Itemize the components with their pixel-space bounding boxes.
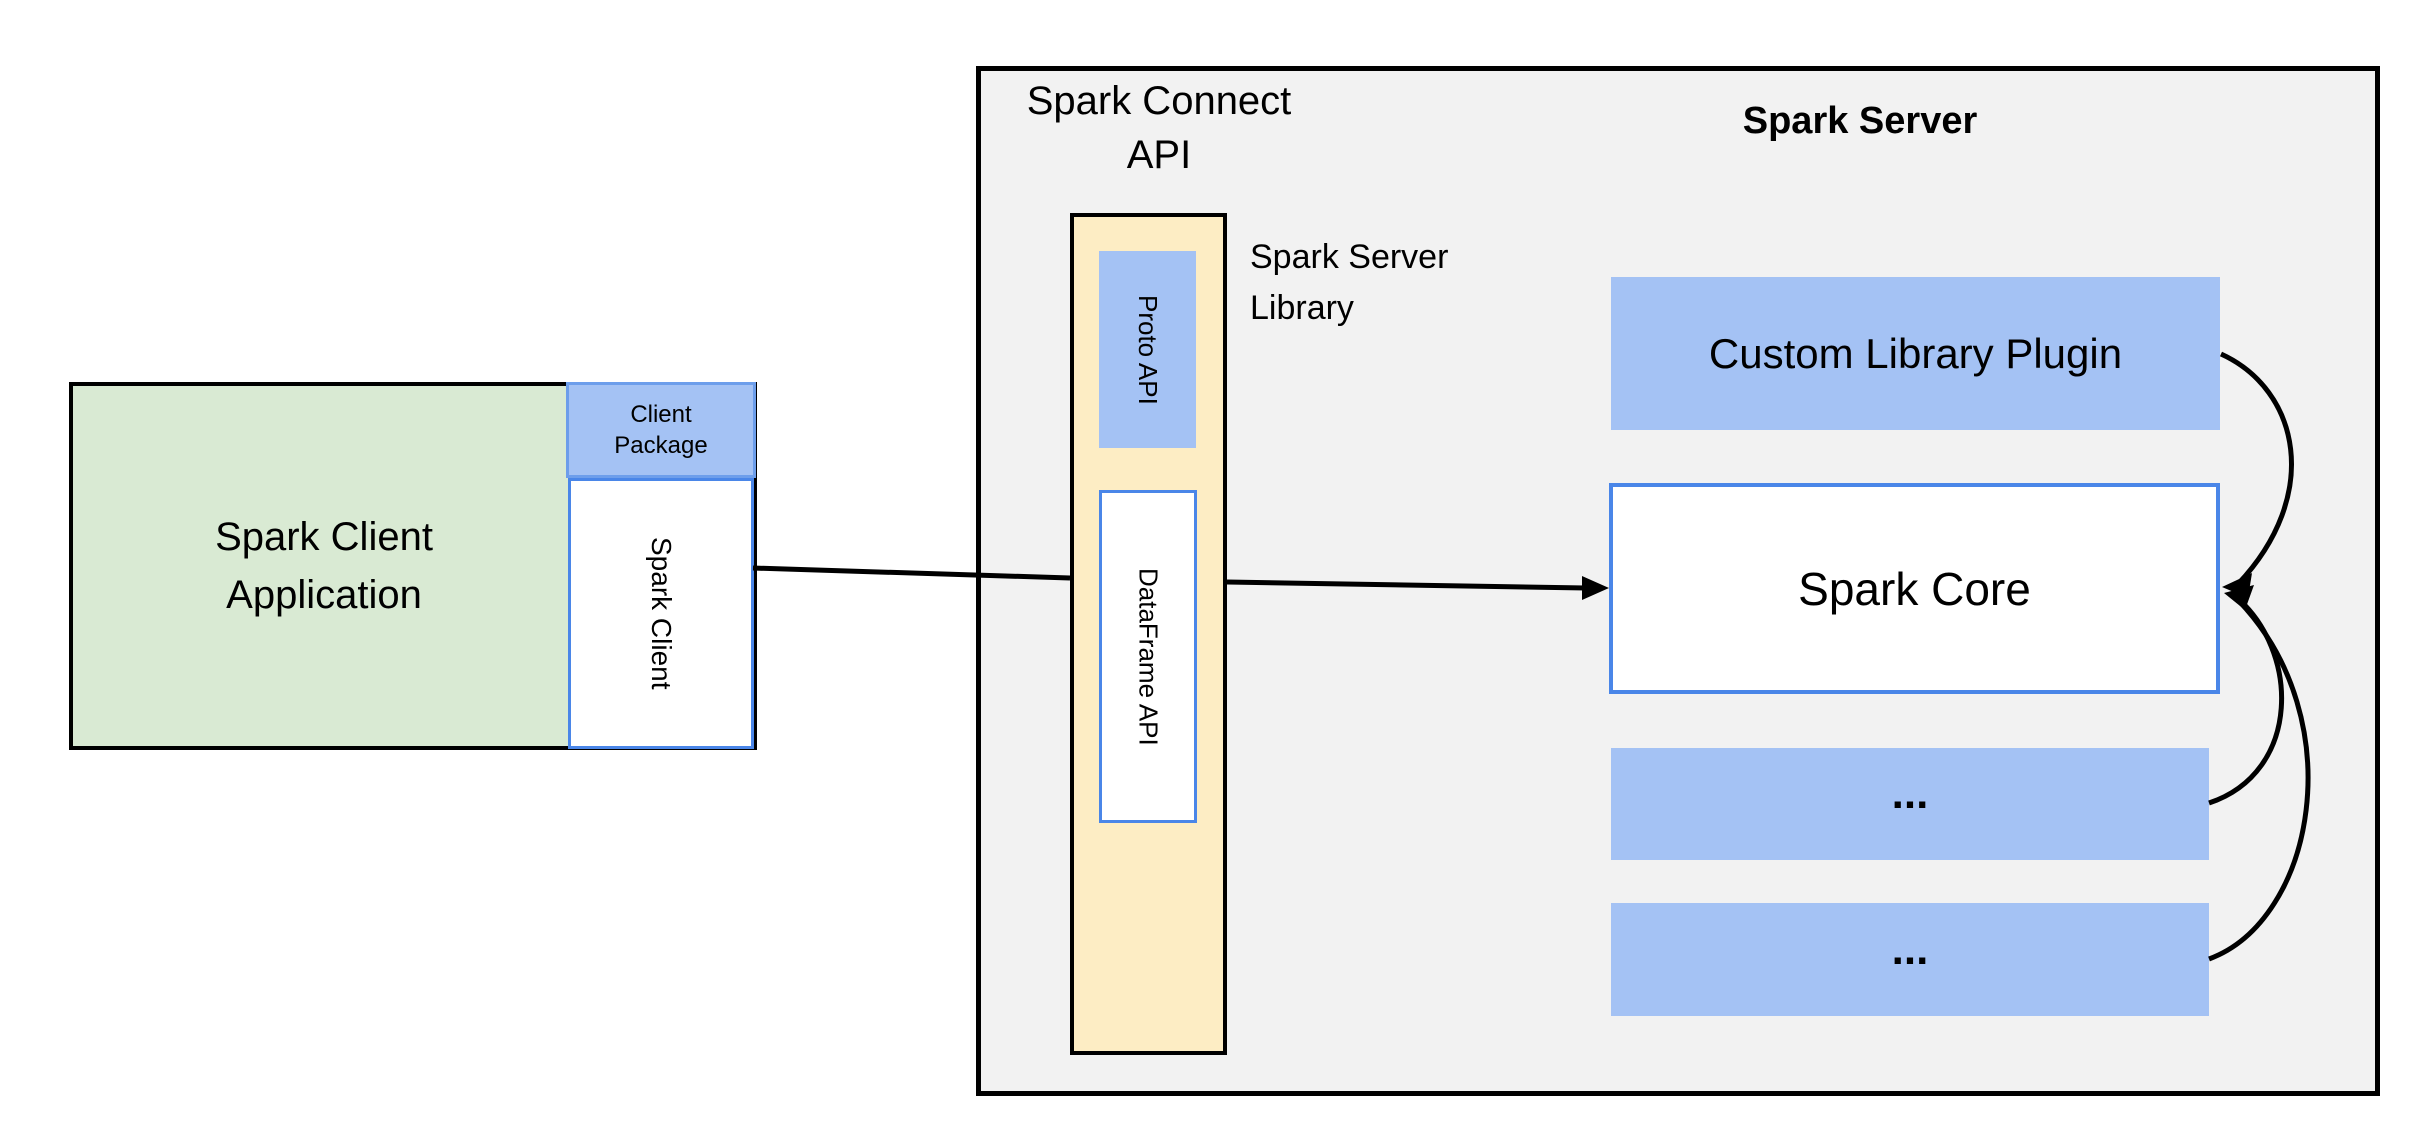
spark-core-box: Spark Core <box>1609 483 2220 694</box>
ellipsis-label-1: ... <box>1891 769 1929 818</box>
custom-library-plugin-box: Custom Library Plugin <box>1611 277 2220 430</box>
proto-api-label: Proto API <box>1133 294 1163 405</box>
dataframe-api-box: DataFrame API <box>1099 490 1197 823</box>
spark-core-label: Spark Core <box>1798 562 2031 615</box>
spark-server-title: Spark Server <box>1742 100 1978 142</box>
spark-client-box: Spark Client <box>568 478 754 749</box>
proto-api-box: Proto API <box>1099 251 1196 448</box>
ellipsis-label-2: ... <box>1891 924 1929 974</box>
spark-connect-api-title: Spark Connect API <box>1026 79 1292 177</box>
spark-server-library-label: Spark Server Library <box>1250 238 1449 327</box>
client-package-box: Client Package <box>566 382 756 478</box>
custom-library-plugin-label: Custom Library Plugin <box>1708 329 2123 377</box>
dataframe-api-label: DataFrame API <box>1133 567 1164 746</box>
spark-client-application-label: Spark Client Application <box>215 515 433 617</box>
other-plugin-box-1: ... <box>1611 748 2209 860</box>
spark-client-label: Spark Client <box>646 537 677 690</box>
client-package-label: Client Package <box>614 400 708 459</box>
other-plugin-box-2: ... <box>1611 903 2209 1016</box>
